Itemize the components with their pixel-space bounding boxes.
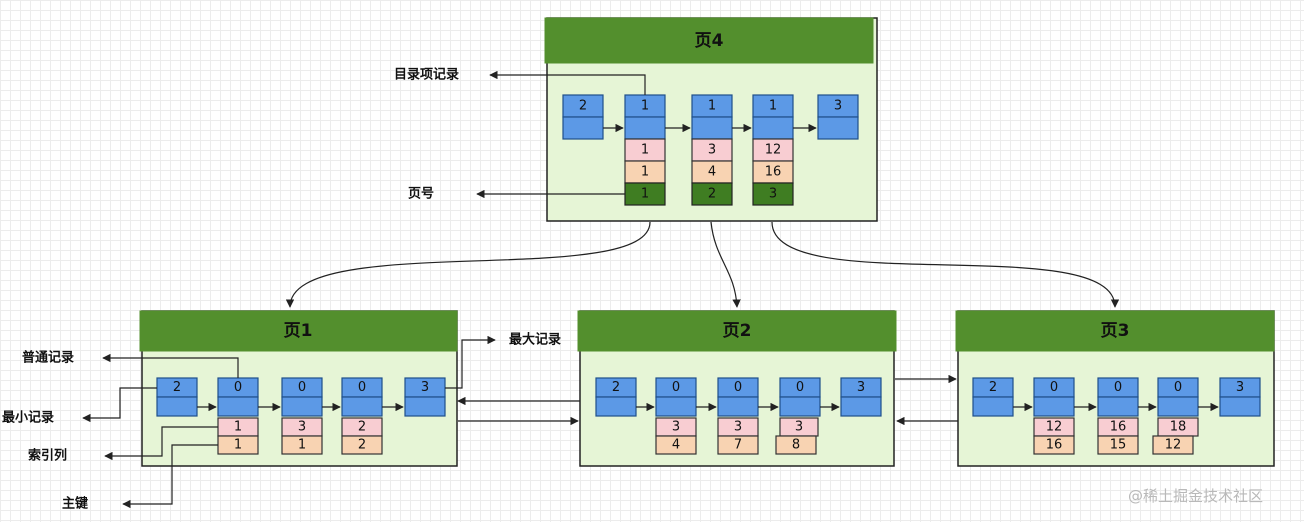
record-type-value: 0	[1114, 380, 1122, 395]
record-type-value: 0	[672, 380, 680, 395]
normal-record-label: 普通记录	[22, 350, 74, 366]
index-column-value: 2	[358, 420, 366, 435]
page-number-value: 2	[708, 187, 716, 202]
page-4: 页4 2 1 1 1 1 1 3 4 2	[544, 17, 878, 222]
record-type-value: 2	[173, 380, 181, 395]
index-column-value: 3	[298, 420, 306, 435]
page-4-directory-record-2: 1 3 4 2	[691, 94, 733, 206]
index-column-value: 3	[795, 420, 803, 435]
record-type-value: 0	[1174, 380, 1182, 395]
min-record-label: 最小记录	[2, 411, 54, 426]
primary-key-label: 主键	[62, 496, 88, 512]
page-4-directory-record-3: 1 12 16 3	[752, 94, 794, 206]
page-1-header	[139, 310, 458, 352]
record-type-value: 2	[579, 99, 587, 114]
page-2-normal-record-1: 0 3 4	[655, 377, 697, 455]
child-page-1-arrow	[285, 221, 651, 308]
record-type-value: 1	[708, 99, 716, 114]
primary-key-value: 4	[708, 165, 716, 180]
page-3-normal-record-1: 0 12 16	[1033, 377, 1075, 455]
primary-key-value: 1	[298, 438, 306, 453]
index-column-value: 3	[672, 420, 680, 435]
max-record-label: 最大记录	[509, 332, 561, 348]
record-type-value: 2	[612, 380, 620, 395]
page-3-header	[955, 310, 1275, 352]
page-2-normal-record-3: 0 3 8	[775, 377, 821, 455]
index-column-value: 1	[234, 420, 242, 435]
primary-key-value: 1	[641, 165, 649, 180]
page-2: 页2 2 0 3 4 0 3 7 0	[577, 310, 897, 467]
record-type-value: 0	[1050, 380, 1058, 395]
page-number-label: 页号	[408, 187, 434, 202]
index-column-value: 3	[708, 143, 716, 158]
page-1-supremum-record: 3	[404, 377, 446, 417]
primary-key-value: 1	[234, 438, 242, 453]
page-2-header	[577, 310, 897, 352]
child-page-3-arrow	[771, 221, 1120, 308]
page-3-normal-record-2: 0 16 15	[1097, 377, 1139, 455]
record-type-value: 0	[298, 380, 306, 395]
primary-key-value: 12	[1165, 438, 1182, 453]
page-4-directory-record-1: 1 1 1 1	[624, 94, 666, 206]
page-3-supremum-record: 3	[1219, 377, 1261, 417]
record-type-value: 3	[1236, 380, 1244, 395]
primary-key-value: 7	[734, 438, 742, 453]
primary-key-value: 4	[672, 438, 680, 453]
record-type-value: 1	[641, 99, 649, 114]
index-column-value: 18	[1170, 420, 1187, 435]
page-2-supremum-record: 3	[840, 377, 882, 417]
record-type-value: 3	[834, 99, 842, 114]
page-3: 页3 2 0 12 16 0 16 15	[955, 310, 1275, 467]
record-type-value: 3	[857, 380, 865, 395]
page-4-infimum-record: 2	[562, 94, 604, 140]
primary-key-pointer	[122, 444, 218, 509]
normal-record-pointer	[102, 353, 239, 378]
record-type-value: 0	[234, 380, 242, 395]
index-column-value: 16	[1110, 420, 1127, 435]
record-type-value: 0	[796, 380, 804, 395]
watermark: @稀土掘金技术社区	[1128, 487, 1263, 505]
record-type-value: 0	[734, 380, 742, 395]
page-3-title: 页3	[1101, 321, 1130, 341]
index-column-value: 12	[1046, 420, 1063, 435]
page-1: 页1 2 0 1 1 0 3 1 0	[139, 310, 458, 467]
page-3-normal-record-3: 0 18 12	[1152, 377, 1199, 455]
max-record-pointer	[445, 335, 496, 389]
record-type-value: 1	[769, 99, 777, 114]
page-1-normal-record-3: 0 2 2	[341, 377, 383, 455]
primary-key-value: 16	[1046, 438, 1063, 453]
index-column-value: 3	[734, 420, 742, 435]
directory-record-pointer	[489, 70, 646, 95]
index-column-value: 1	[641, 143, 649, 158]
record-type-value: 3	[421, 380, 429, 395]
page-1-title: 页1	[284, 321, 313, 341]
primary-key-value: 8	[792, 438, 800, 453]
index-column-label: 索引列	[28, 448, 67, 464]
page-2-title: 页2	[723, 321, 752, 341]
page-4-title: 页4	[695, 31, 724, 51]
primary-key-value: 2	[358, 438, 366, 453]
primary-key-value: 15	[1110, 438, 1127, 453]
page-1-infimum-record: 2	[156, 377, 198, 417]
page-4-header	[544, 17, 874, 64]
primary-key-value: 16	[765, 165, 782, 180]
min-record-pointer	[82, 387, 157, 423]
page-3-infimum-record: 2	[972, 377, 1014, 417]
child-page-2-arrow	[710, 221, 741, 308]
record-type-value: 0	[358, 380, 366, 395]
directory-record-label: 目录项记录	[394, 68, 459, 83]
page-number-value: 1	[641, 187, 649, 202]
page-2-infimum-record: 2	[595, 377, 637, 417]
page-1-normal-record-1: 0 1 1	[217, 377, 259, 455]
page-2-normal-record-2: 0 3 7	[717, 377, 759, 455]
page-1-normal-record-2: 0 3 1	[281, 377, 323, 455]
record-type-value: 2	[989, 380, 997, 395]
page-number-value: 3	[769, 187, 777, 202]
index-column-value: 12	[765, 143, 782, 158]
index-column-pointer	[104, 426, 218, 461]
page-4-supremum-record: 3	[817, 94, 859, 140]
